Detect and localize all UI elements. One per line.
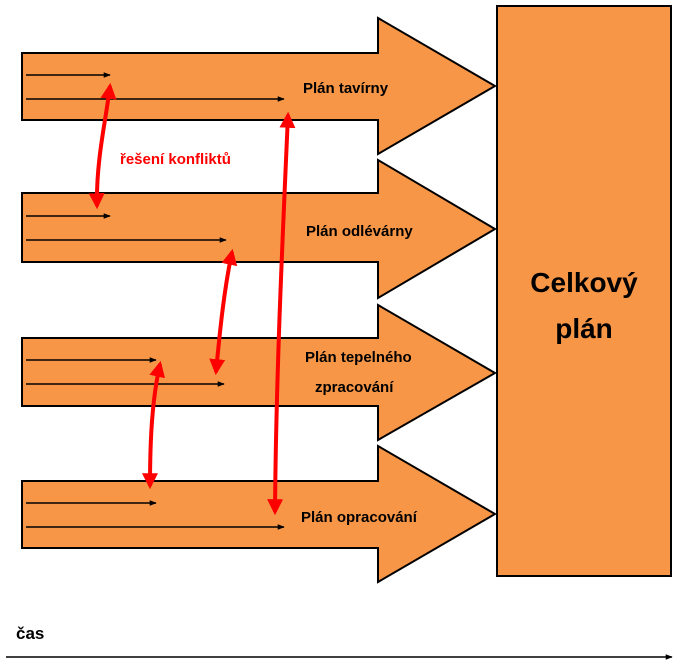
time-axis-label: čas	[16, 624, 44, 643]
conflict-arrow-heat-machining	[142, 360, 166, 490]
plan-arrow-smelting: Plán tavírny	[21, 16, 497, 156]
conflict-arrows: řešení konfliktů	[88, 82, 296, 516]
plan-label-heat-treatment-line1: Plán tepelného	[305, 349, 412, 366]
plan-label-machining: Plán opracování	[301, 509, 418, 526]
plan-label-foundry: Plán odlévárny	[306, 223, 413, 240]
conflict-arrow-foundry-heat	[209, 248, 238, 376]
total-plan-label-line2: plán	[555, 313, 613, 344]
plan-arrow-foundry: Plán odlévárny	[21, 158, 497, 300]
plan-arrow-machining: Plán opracování	[21, 444, 497, 584]
conflict-resolution-label: řešení konfliktů	[120, 151, 231, 168]
total-plan-box: Celkový plán	[496, 5, 672, 577]
plan-arrow-heat-treatment: Plán tepelného zpracování	[21, 303, 498, 442]
plan-label-heat-treatment-line2: zpracování	[315, 379, 394, 396]
conflict-arrow-smelting-machining	[267, 111, 296, 516]
conflict-arrow-smelting-foundry	[88, 82, 117, 210]
time-axis: čas	[6, 624, 673, 660]
plan-label-smelting: Plán tavírny	[303, 80, 389, 97]
total-plan-label-line1: Celkový	[530, 267, 638, 298]
